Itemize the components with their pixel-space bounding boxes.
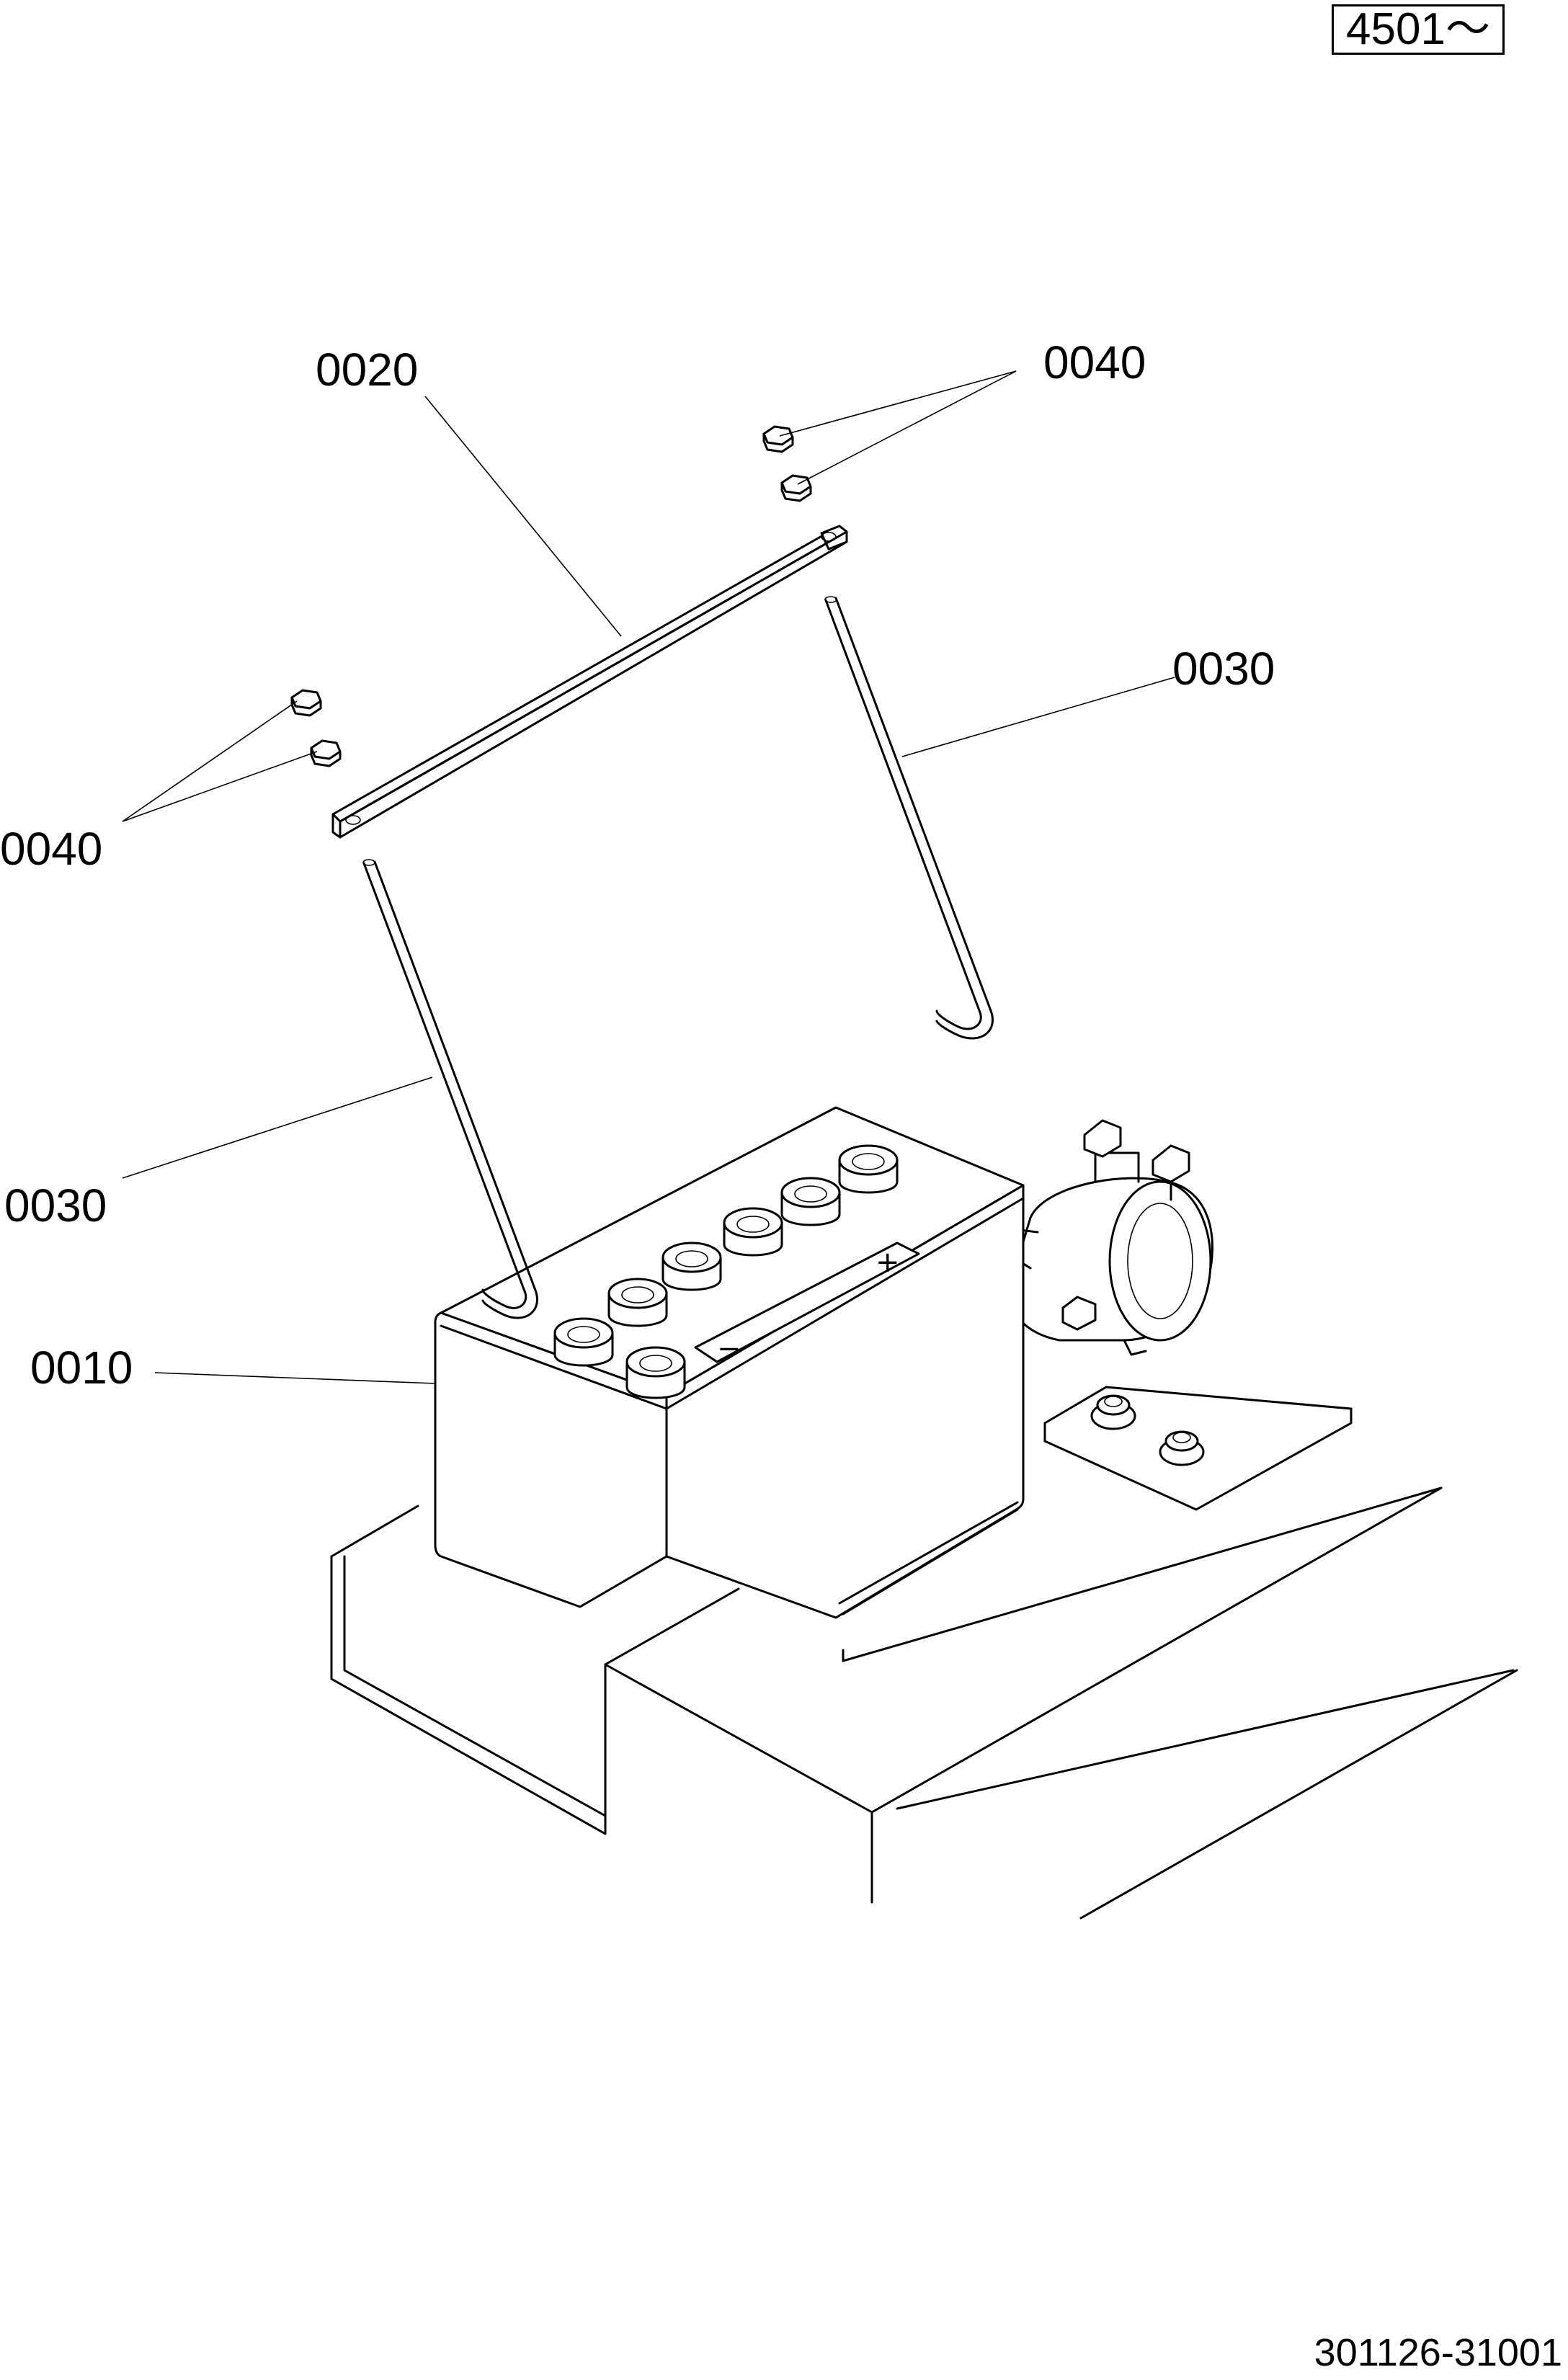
nut-right-lower bbox=[780, 474, 812, 502]
cell-cap-5 bbox=[780, 1177, 841, 1226]
callout-0040-right: 0040 bbox=[1043, 337, 1146, 388]
callout-0020: 0020 bbox=[316, 344, 418, 396]
nut-left-upper bbox=[290, 689, 322, 717]
callout-0040-left: 0040 bbox=[0, 823, 102, 875]
battery-terminal-label: − + bbox=[694, 1242, 920, 1365]
callout-0030-right: 0030 bbox=[1172, 643, 1275, 695]
solenoid-switch bbox=[1007, 1119, 1213, 1356]
plus-sign: + bbox=[876, 1246, 900, 1279]
j-bolt-rod-right bbox=[824, 596, 994, 1040]
callout-0010: 0010 bbox=[30, 1342, 133, 1394]
plate-bolt-2 bbox=[1159, 1430, 1205, 1466]
serial-range-box: 4501～ bbox=[1332, 4, 1505, 55]
j-bolt-rod-left bbox=[362, 859, 538, 1319]
minus-sign: − bbox=[717, 1332, 741, 1365]
cell-cap-2 bbox=[607, 1278, 668, 1327]
cell-cap-3 bbox=[662, 1242, 722, 1291]
nut-right-upper bbox=[762, 425, 794, 453]
battery-cell-caps bbox=[553, 1144, 899, 1399]
callout-labels: 0020 0040 0030 0040 0030 0010 bbox=[0, 337, 1275, 1394]
callout-0030-left: 0030 bbox=[4, 1180, 107, 1231]
mounting-plate bbox=[1043, 1386, 1353, 1511]
drawing-number: 301126-31001 bbox=[1314, 2331, 1562, 2374]
hold-down-bar bbox=[331, 525, 848, 839]
plate-bolt-1 bbox=[1090, 1394, 1136, 1430]
nut-left-lower bbox=[310, 739, 342, 767]
machine-frame bbox=[330, 1487, 1518, 1920]
cell-cap-7 bbox=[625, 1346, 686, 1399]
cell-cap-6 bbox=[838, 1144, 899, 1194]
cell-cap-1 bbox=[553, 1317, 614, 1367]
cell-cap-4 bbox=[723, 1207, 783, 1257]
leader-lines bbox=[122, 370, 1175, 1384]
